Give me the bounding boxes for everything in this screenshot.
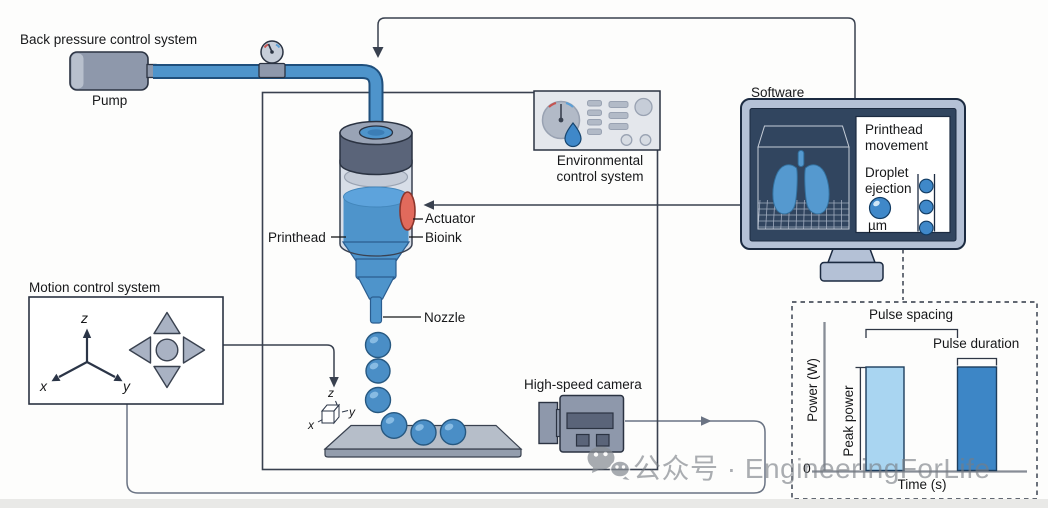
stage-axis-z-label: z	[328, 386, 334, 400]
pressure-gauge	[258, 40, 286, 79]
camera-label: High-speed camera	[524, 377, 642, 392]
lungs-model	[772, 150, 830, 215]
pulse-spacing-bracket	[865, 328, 959, 338]
watermark: 公众号 · EngineeringForLife	[633, 453, 991, 484]
nozzle-label: Nozzle	[424, 310, 466, 325]
pulse-bar-2	[956, 366, 998, 472]
droplet-ejection-label: Droplet ejection	[865, 165, 912, 196]
bioink-liquid	[343, 197, 409, 255]
high-speed-camera-device	[538, 394, 625, 453]
motion-to-stage-line	[223, 344, 335, 378]
printhead-cone	[357, 276, 395, 300]
monitor-stand-base	[819, 261, 884, 282]
software-to-actuator-arrow	[423, 200, 434, 210]
actuator-disc	[399, 191, 416, 231]
motion-axis-x-label: x	[40, 378, 47, 394]
actuator-label: Actuator	[425, 211, 476, 226]
motion-axis-z-label: z	[81, 310, 88, 326]
pump-device	[69, 51, 157, 91]
motion-control-label: Motion control system	[29, 280, 161, 295]
origin-tick-label: 0	[803, 460, 811, 476]
pulse-bar-1	[865, 366, 905, 472]
printhead-movement-label: Printhead movement	[865, 122, 929, 153]
motion-axis-y-label: y	[123, 378, 130, 394]
model-grid-floor	[757, 199, 849, 230]
pump-label: Pump	[92, 93, 128, 108]
pulse-duration-bracket	[956, 357, 998, 366]
bottom-strip	[0, 499, 1048, 508]
dpad	[128, 311, 206, 389]
power-axis-label: Power (W)	[805, 358, 821, 422]
printhead-assembly	[331, 120, 423, 324]
pressure-tube	[153, 64, 384, 138]
software-to-pump-line	[377, 17, 856, 99]
software-label: Software	[751, 85, 805, 100]
ejection-droplets-icon	[918, 178, 934, 236]
nozzle-tube	[369, 296, 383, 324]
monitor-stand-neck	[826, 248, 877, 264]
motion-control-box	[28, 296, 224, 405]
model-wireframe-box	[757, 125, 850, 230]
panel-droplet-icon	[868, 196, 892, 220]
pulse-duration-label: Pulse duration	[933, 336, 1020, 351]
software-to-pump-arrow	[372, 47, 384, 58]
droplet-highlights	[369, 336, 454, 431]
wechat-logo-icon	[587, 446, 631, 480]
humidity-droplet-icon	[564, 122, 582, 148]
software-monitor	[740, 98, 966, 282]
stage-axis-x-label: x	[308, 418, 314, 432]
print-chamber-outline	[261, 91, 659, 471]
camera-feedback-arrow	[701, 416, 712, 426]
bioink-label: Bioink	[425, 230, 462, 245]
stage-axes-cube	[317, 400, 349, 425]
peak-power-line	[855, 366, 866, 470]
micrometre-label: µm	[868, 218, 888, 233]
motion-to-stage-arrow	[329, 377, 339, 388]
time-axis-label: Time (s)	[897, 477, 947, 492]
camera-feedback-line	[126, 404, 766, 494]
stage-axis-y-label: y	[349, 405, 355, 419]
environmental-control-box	[533, 90, 661, 151]
environmental-control-label: Environmental control system	[556, 153, 644, 184]
peak-power-label: Peak power	[841, 385, 857, 457]
printhead-funnel	[341, 241, 411, 262]
pulse-chart	[791, 301, 1038, 500]
back-pressure-label: Back pressure control system	[20, 32, 198, 47]
pulse-spacing-label: Pulse spacing	[869, 307, 954, 322]
printhead-label: Printhead	[268, 230, 326, 245]
